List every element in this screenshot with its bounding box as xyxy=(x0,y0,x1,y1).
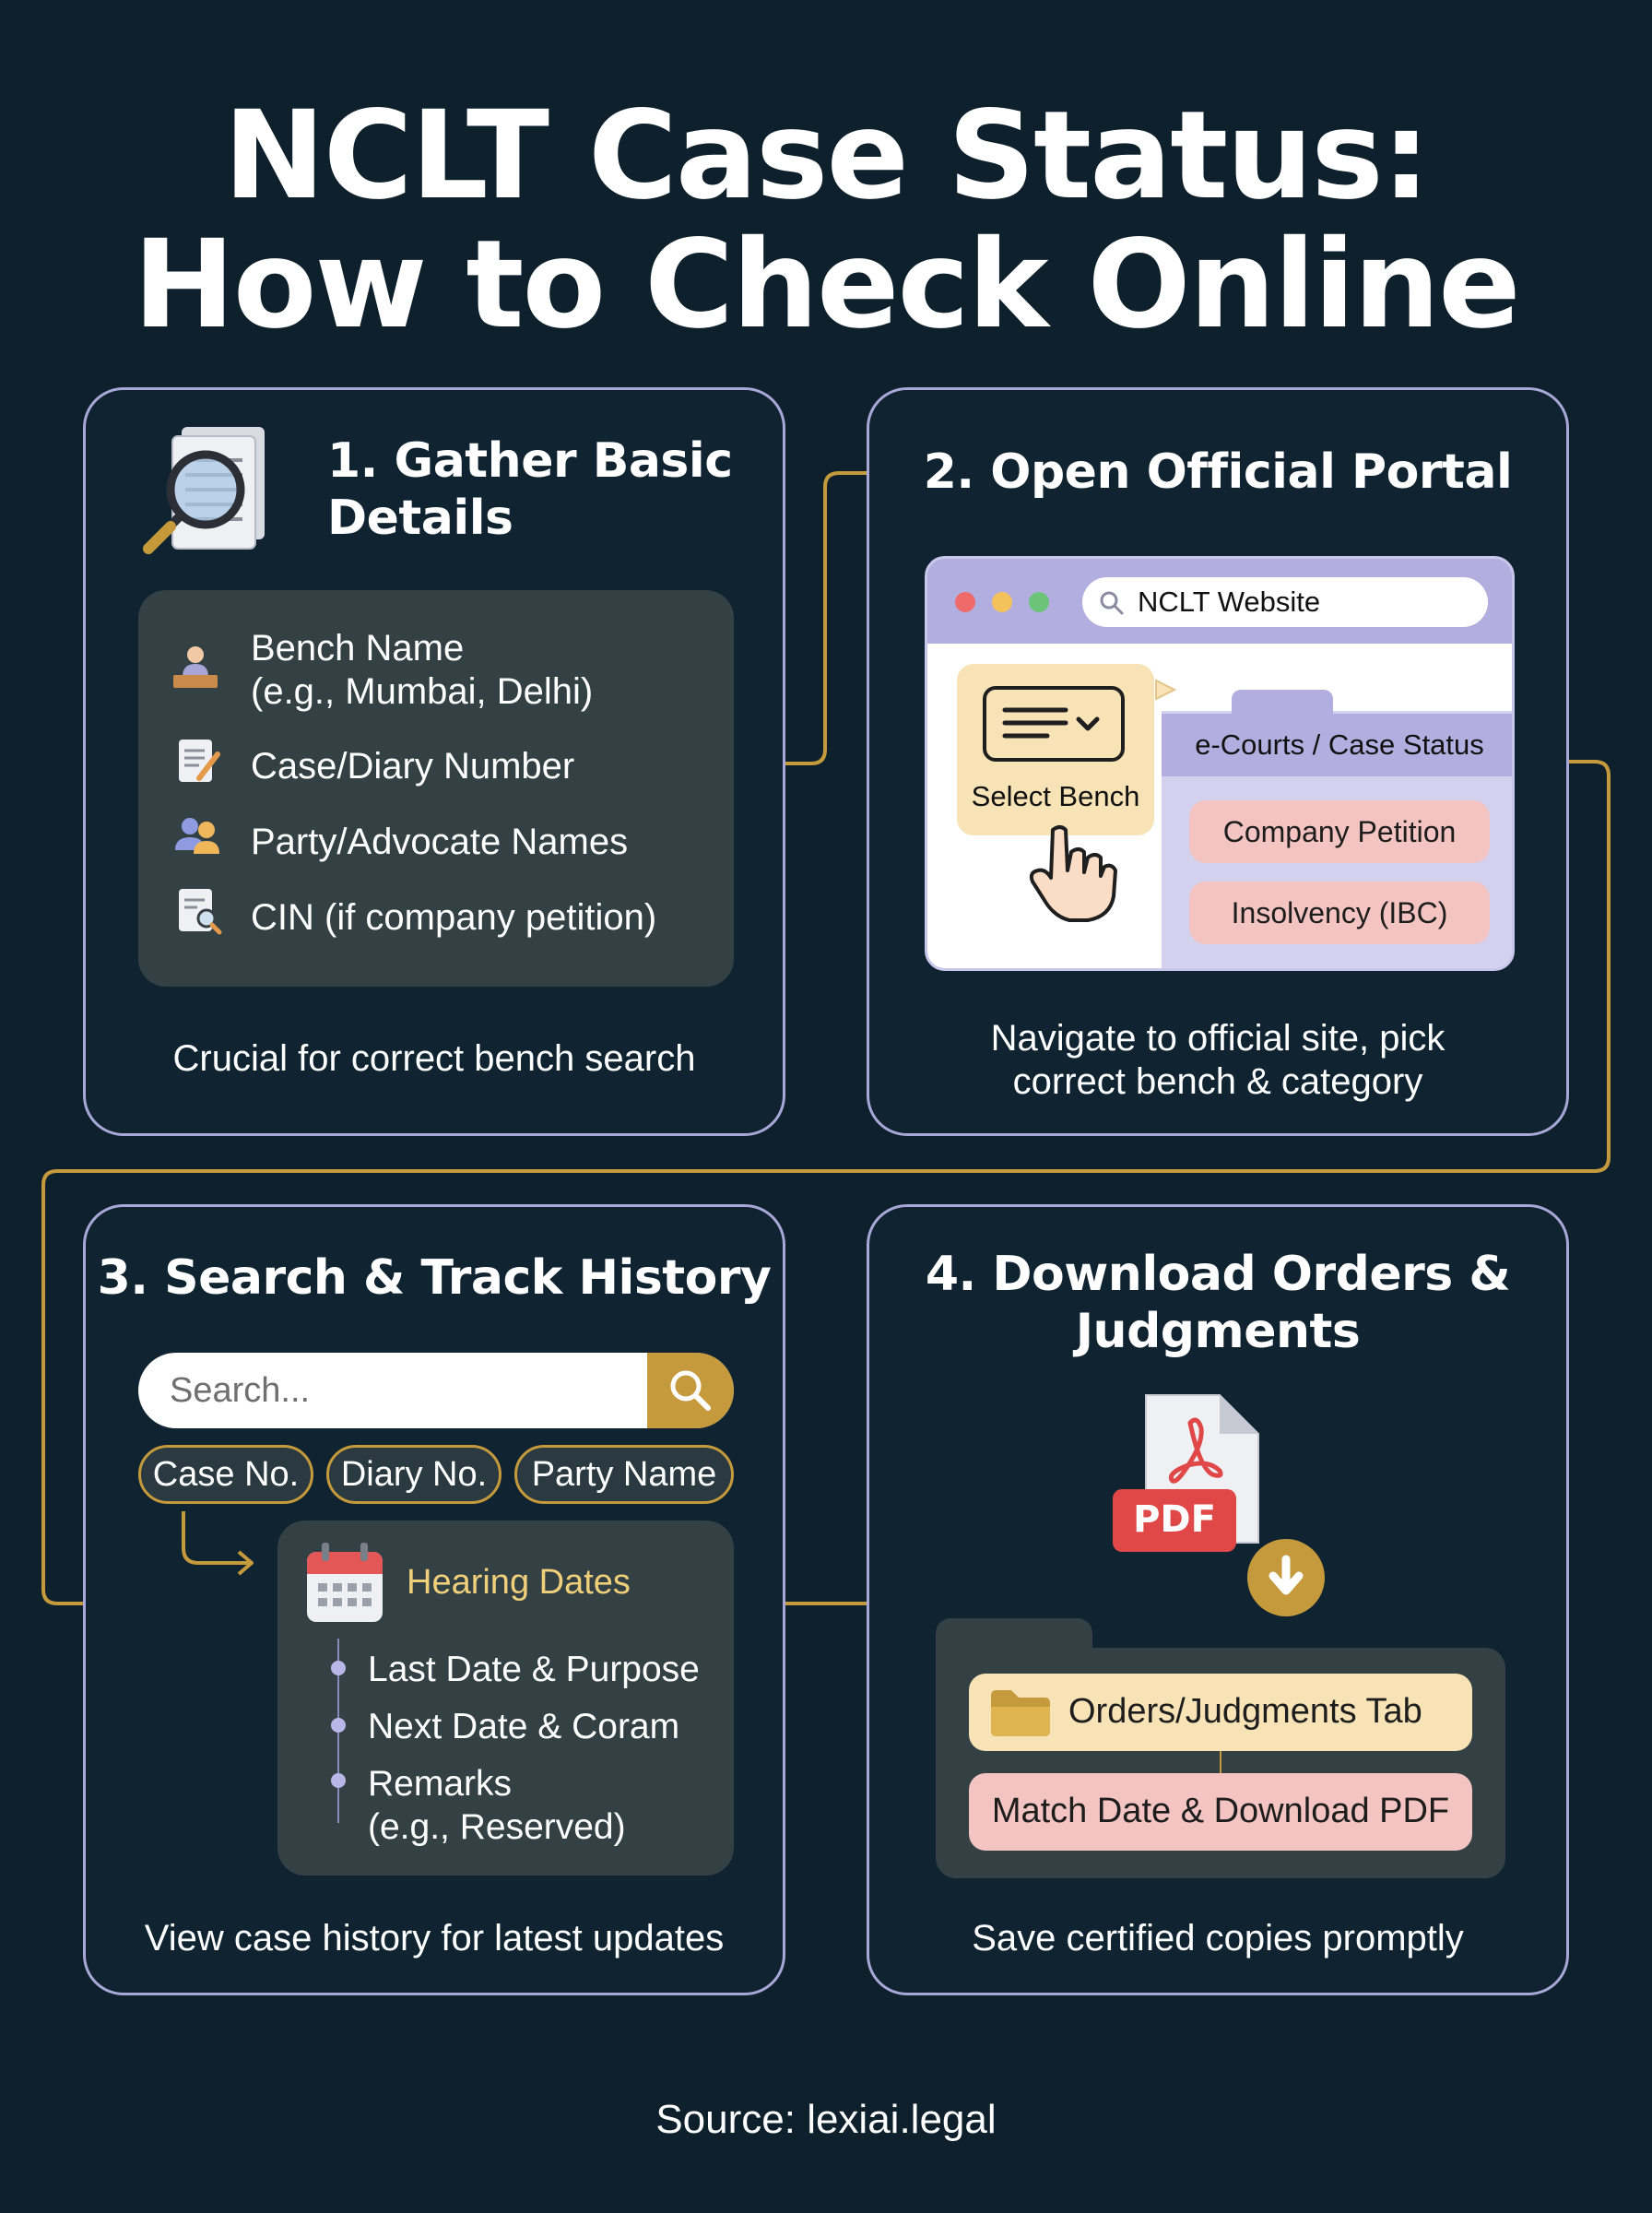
step-2-caption-line-2: correct bench & category xyxy=(1012,1061,1423,1102)
source-credit: Source: lexiai.legal xyxy=(655,2097,997,2142)
folder-tab[interactable]: e-Courts / Case Status xyxy=(1162,714,1512,776)
hearing-dates-heading: Hearing Dates xyxy=(407,1563,631,1602)
calendar-icon xyxy=(307,1543,383,1622)
page-title-line-2: How to Check Online xyxy=(133,214,1520,356)
remarks-example-text: (e.g., Reserved) xyxy=(368,1807,626,1847)
step-4-title-line-1: 4. Download Orders & xyxy=(925,1247,1511,1302)
sparkle-icon xyxy=(1155,679,1177,701)
window-maximize-dot[interactable] xyxy=(1029,592,1049,612)
search-button[interactable] xyxy=(647,1353,734,1428)
step-1-title-line-2: Details xyxy=(327,491,513,546)
last-date-purpose-text: Last Date & Purpose xyxy=(368,1650,700,1689)
step-3-card: 3. Search & Track History Search... Case… xyxy=(83,1204,785,1995)
insolvency-ibc-option[interactable]: Insolvency (IBC) xyxy=(1189,882,1490,944)
tab-connector-line xyxy=(1220,1751,1221,1773)
step-2-title: 2. Open Official Portal xyxy=(923,444,1513,500)
address-text: NCLT Website xyxy=(1138,586,1321,618)
step-3-caption: View case history for latest updates xyxy=(144,1918,725,1959)
case-diary-number-text: Case/Diary Number xyxy=(251,746,575,787)
bench-name-example-text: (e.g., Mumbai, Delhi) xyxy=(251,671,594,712)
next-date-coram-text: Next Date & Coram xyxy=(368,1707,680,1746)
list-chevron-icon xyxy=(1002,707,1100,739)
download-button[interactable] xyxy=(1247,1539,1325,1616)
arrow-to-hearing-icon xyxy=(182,1511,254,1576)
timeline-dot xyxy=(331,1718,346,1733)
select-bench-card[interactable]: Select Bench xyxy=(957,664,1154,835)
magnifier-document-icon xyxy=(143,427,265,554)
orders-judgments-tab[interactable]: Orders/Judgments Tab xyxy=(969,1674,1472,1751)
step-4-title-line-2: Judgments xyxy=(1075,1304,1361,1359)
step-1-caption: Crucial for correct bench search xyxy=(172,1038,696,1079)
bench-name-text: Bench Name xyxy=(251,628,465,669)
pdf-badge: PDF xyxy=(1113,1489,1236,1552)
step-2-caption-line-1: Navigate to official site, pick xyxy=(990,1018,1446,1059)
download-arrow-icon xyxy=(1268,1555,1304,1595)
hearing-panel: Hearing Dates Last Date & Purpose Next D… xyxy=(277,1521,734,1876)
step-4-caption: Save certified copies promptly xyxy=(972,1918,1464,1959)
address-bar[interactable]: NCLT Website xyxy=(1082,577,1488,627)
cin-text: CIN (if company petition) xyxy=(251,897,657,938)
document-pen-icon xyxy=(179,740,220,782)
timeline-dot xyxy=(331,1661,346,1675)
party-advocate-names-text: Party/Advocate Names xyxy=(251,822,629,862)
step-2-card: 2. Open Official Portal NCLT Website e-C… xyxy=(867,387,1569,1136)
filter-case-no[interactable]: Case No. xyxy=(138,1445,313,1504)
match-download-button[interactable]: Match Date & Download PDF xyxy=(969,1773,1472,1851)
folder-icon xyxy=(991,1690,1050,1736)
browser-window: NCLT Website e-Courts / Case Status Sele… xyxy=(925,556,1515,971)
orders-judgments-tab-label: Orders/Judgments Tab xyxy=(1068,1692,1422,1731)
page-title-line-1: NCLT Case Status: xyxy=(223,85,1430,227)
window-minimize-dot[interactable] xyxy=(992,592,1012,612)
filter-diary-no[interactable]: Diary No. xyxy=(326,1445,502,1504)
hand-cursor-icon xyxy=(1029,825,1117,922)
company-petition-option[interactable]: Company Petition xyxy=(1189,800,1490,863)
step-3-title: 3. Search & Track History xyxy=(97,1250,772,1306)
document-search-icon xyxy=(179,889,222,935)
people-icon xyxy=(175,818,219,854)
search-icon xyxy=(1100,591,1124,615)
judge-bench-icon xyxy=(173,646,218,688)
orders-folder-panel: Orders/Judgments Tab Match Date & Downlo… xyxy=(936,1648,1505,1878)
timeline-dot xyxy=(331,1773,346,1788)
step-1-title-line-1: 1. Gather Basic xyxy=(327,433,733,489)
filter-party-name[interactable]: Party Name xyxy=(514,1445,734,1504)
match-download-label: Match Date & Download PDF xyxy=(991,1792,1450,1830)
search-icon xyxy=(670,1370,711,1411)
remarks-text: Remarks xyxy=(368,1764,513,1804)
select-bench-label: Select Bench xyxy=(971,780,1140,812)
step-4-card: 4. Download Orders & Judgments PDF Order… xyxy=(867,1204,1569,1995)
pdf-badge-label: PDF xyxy=(1133,1498,1216,1541)
details-panel: Bench Name (e.g., Mumbai, Delhi) Case/Di… xyxy=(138,590,734,987)
folder-tab-label: e-Courts / Case Status xyxy=(1195,728,1484,761)
step-1-card: 1. Gather Basic Details Bench Name (e.g.… xyxy=(83,387,785,1136)
search-bar[interactable]: Search... xyxy=(138,1353,734,1428)
window-close-dot[interactable] xyxy=(955,592,975,612)
search-placeholder: Search... xyxy=(170,1371,311,1410)
